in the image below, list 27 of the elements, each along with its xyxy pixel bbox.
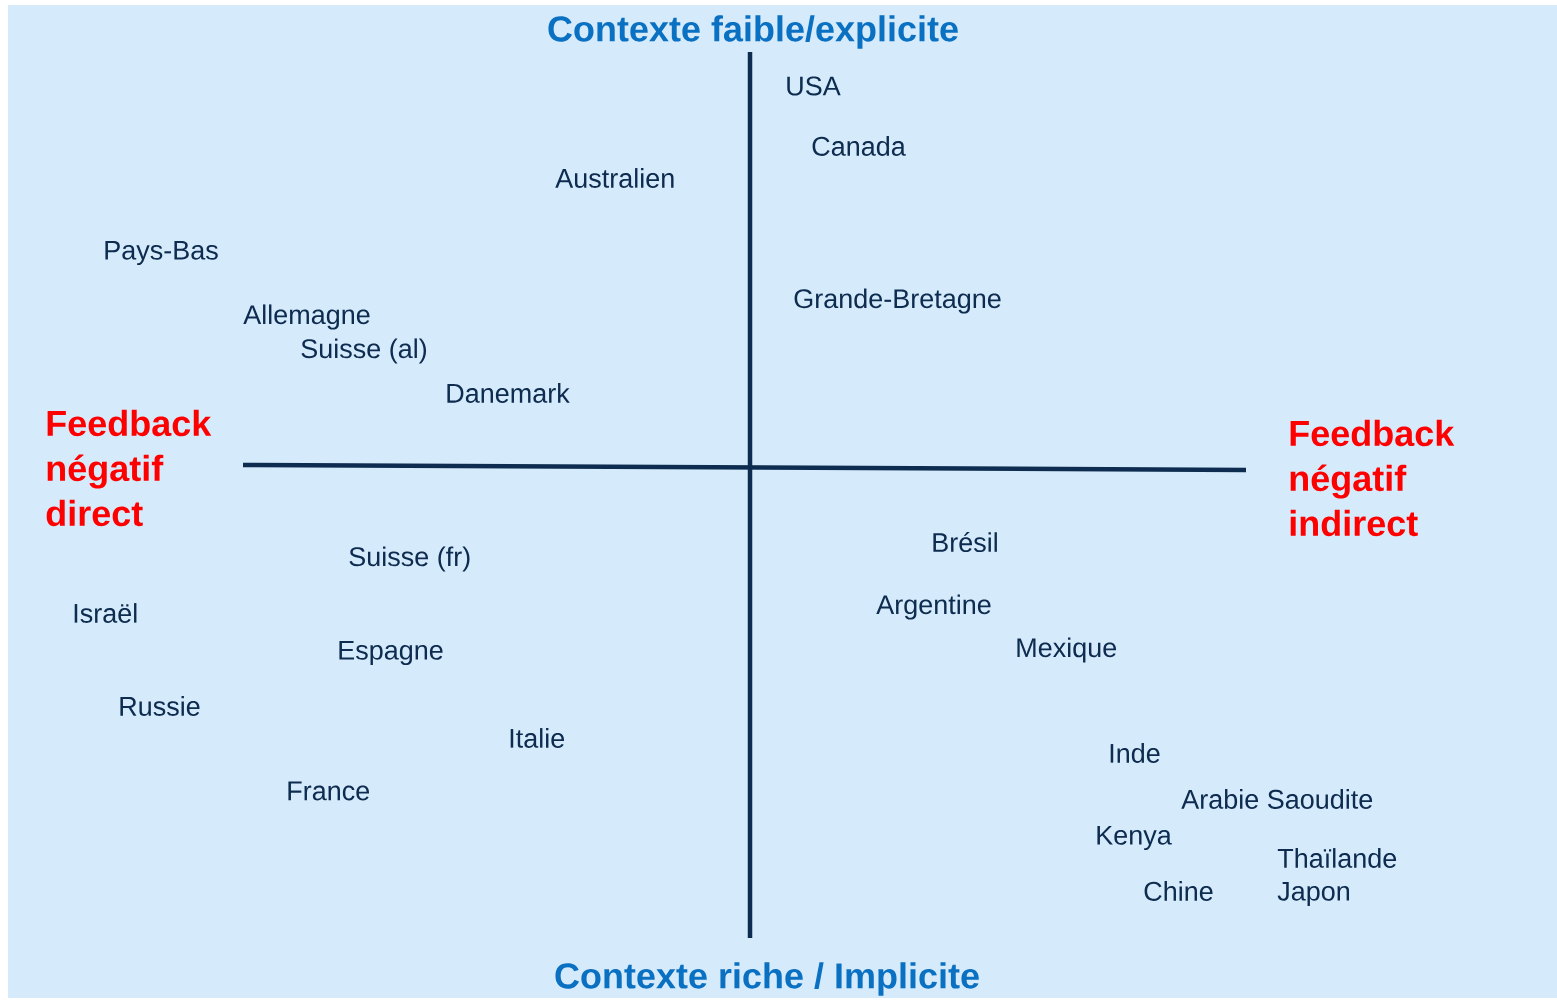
country-label: Italie <box>510 728 565 748</box>
country-label: Thaïlande <box>1277 848 1397 868</box>
country-label: Kenya <box>1097 825 1172 851</box>
country-label: France <box>288 781 370 801</box>
country-label: Espagne <box>339 640 443 666</box>
country-label: Pays-Bas <box>105 240 218 266</box>
country-label: Russie <box>120 696 200 716</box>
country-label: Israël <box>74 603 137 623</box>
country-label: Arabie Saoudite <box>1181 789 1373 809</box>
country-label: Suisse (fr) <box>349 546 470 572</box>
axis-end-label: Feedback négatif direct <box>46 409 212 527</box>
axis-end-label: Feedback négatif indirect <box>1290 419 1455 537</box>
country-label: Suisse (al) <box>301 338 427 364</box>
country-label: Brésil <box>933 531 997 553</box>
axis-title: Contexte riche / Implicite <box>555 962 979 996</box>
country-label: USA <box>787 76 841 96</box>
axis-title: Contexte faible/explicite <box>548 15 958 49</box>
country-label: Danemark <box>447 383 570 403</box>
country-label: Argentine <box>876 594 991 620</box>
country-label: Chine <box>1144 881 1213 901</box>
country-label: Grande-Bretagne <box>794 288 1001 314</box>
country-label: Inde <box>1110 743 1160 763</box>
country-label: Mexique <box>1017 637 1117 663</box>
country-label: Allemagne <box>243 304 370 330</box>
country-label: Japon <box>1277 881 1349 907</box>
country-label: Australien <box>555 168 674 188</box>
country-label: Canada <box>812 136 906 156</box>
